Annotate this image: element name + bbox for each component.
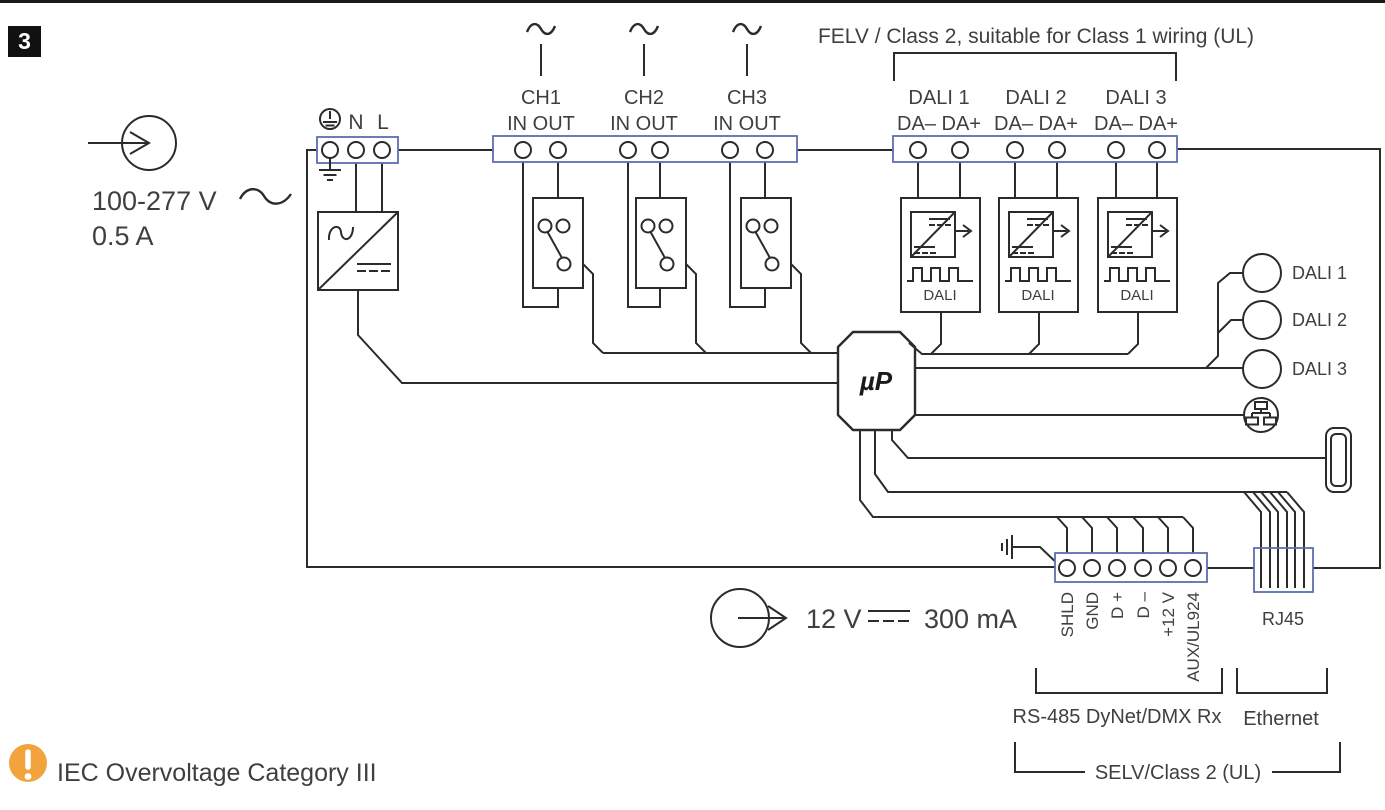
dali-output-indicators: DALI 1 DALI 2 DALI 3 (1242, 253, 1347, 389)
channel-io-label: IN OUT (713, 113, 781, 135)
warning-text: IEC Overvoltage Category III (57, 759, 377, 787)
chassis-ground-icon (1001, 535, 1061, 567)
arrow-icon (1152, 224, 1170, 238)
dali-driver-3: DALI (1097, 197, 1178, 313)
dc-icon (868, 610, 910, 622)
channel-2-header: CH2 IN OUT (610, 22, 678, 135)
dali-driver-label: DALI (1120, 287, 1153, 304)
warning-note: IEC Overvoltage Category III (9, 744, 377, 787)
selv-section: SELV/Class 2 (UL) (1014, 742, 1341, 784)
io-terminal-label: AUX/UL924 (1184, 592, 1203, 682)
dali-bus-terminals: DA– DA+ (994, 113, 1078, 135)
dali-bus-2-header: DALI 2 DA– DA+ (994, 87, 1078, 135)
arrow-icon (955, 224, 973, 238)
protective-earth-icon (319, 108, 341, 130)
channel-io-label: IN OUT (610, 113, 678, 135)
dali-driver-label: DALI (1021, 287, 1054, 304)
square-wave-icon (1104, 267, 1170, 282)
dali-driver-label: DALI (923, 287, 956, 304)
dali-bus-terminals: DA– DA+ (897, 113, 981, 135)
figure-number: 3 (18, 28, 31, 54)
dc-icon (914, 218, 951, 254)
channel-io-label: IN OUT (507, 113, 575, 135)
io-terminal-label: GND (1083, 592, 1102, 630)
dali-bus-name: DALI 2 (1005, 87, 1066, 109)
mains-current: 0.5 A (92, 221, 154, 251)
arrow-icon (738, 605, 788, 631)
square-wave-icon (907, 267, 973, 282)
dc-icon (1012, 218, 1049, 254)
dc-icon (1111, 218, 1148, 254)
supply-source-icon (88, 115, 177, 171)
power-supply-unit (317, 211, 399, 291)
microprocessor: µP (836, 330, 917, 432)
felv-note: FELV / Class 2, suitable for Class 1 wir… (818, 25, 1254, 81)
dali-bus-1-header: DALI 1 DA– DA+ (897, 87, 981, 135)
line-terminal-label: L (377, 111, 389, 134)
io-terminal-label: +12 V (1159, 591, 1178, 637)
network-icon (1243, 397, 1279, 433)
io-terminal-block: SHLD GND D + D – +12 V AUX/UL924 (1054, 552, 1208, 685)
ethernet-section: Ethernet (1236, 668, 1328, 730)
ethernet-bracket (1236, 668, 1328, 694)
rs485-bracket (1035, 668, 1223, 694)
felv-bracket (893, 52, 1177, 81)
rs485-label: RS-485 DyNet/DMX Rx (1013, 706, 1222, 728)
io-terminal-label: D – (1134, 591, 1153, 618)
dali-1-indicator (1242, 253, 1282, 293)
mains-voltage: 100-277 V (92, 186, 217, 216)
ac-icon (628, 22, 660, 36)
mains-input-section: 100-277 V 0.5 A (88, 115, 292, 251)
dc-icon (357, 263, 391, 272)
dali-1-indicator-label: DALI 1 (1292, 263, 1347, 283)
ethernet-label: Ethernet (1243, 708, 1319, 730)
square-wave-icon (1005, 267, 1071, 282)
ac-icon (238, 188, 292, 205)
dali-driver-2: DALI (998, 197, 1079, 313)
dali-3-indicator (1242, 349, 1282, 389)
ac-sine-icon (327, 225, 354, 241)
dali-2-indicator (1242, 300, 1282, 340)
dali-3-indicator-label: DALI 3 (1292, 359, 1347, 379)
felv-note-text: FELV / Class 2, suitable for Class 1 wir… (818, 25, 1254, 48)
dali-bus-3-header: DALI 3 DA– DA+ (1094, 87, 1178, 135)
channel-1-header: CH1 IN OUT (507, 22, 575, 135)
dali-2-indicator-label: DALI 2 (1292, 310, 1347, 330)
channel-3-header: CH3 IN OUT (713, 22, 781, 135)
channel-terminal-block (492, 135, 798, 163)
rj45-label: RJ45 (1262, 609, 1304, 629)
page-top-rule (0, 0, 1385, 3)
channel-name: CH1 (521, 87, 561, 109)
mcu-label: µP (859, 366, 893, 396)
channel-name: CH2 (624, 87, 664, 109)
dali-bus-terminals: DA– DA+ (1094, 113, 1178, 135)
selv-label: SELV/Class 2 (UL) (1095, 762, 1261, 784)
relay-channel-1 (532, 197, 584, 289)
usb-connector (1325, 427, 1352, 493)
aux-supply-label: 12 V 300 mA (710, 588, 1017, 648)
wiring (306, 148, 1381, 588)
arrow-icon (1053, 224, 1071, 238)
warning-icon (9, 744, 47, 782)
channel-name: CH3 (727, 87, 767, 109)
figure-number-badge: 3 (8, 26, 41, 57)
dali-bus-name: DALI 3 (1105, 87, 1166, 109)
io-terminal-label: SHLD (1058, 592, 1077, 637)
relay-channel-3 (740, 197, 792, 289)
ac-icon (525, 22, 557, 36)
dali-bus-name: DALI 1 (908, 87, 969, 109)
rs485-section: RS-485 DyNet/DMX Rx (1013, 668, 1223, 728)
aux-current: 300 mA (924, 604, 1017, 634)
dali-terminal-block (892, 135, 1178, 163)
earth-ground-icon (319, 158, 341, 181)
relay-channel-2 (635, 197, 687, 289)
dali-driver-1: DALI (900, 197, 981, 313)
rj45-connector: RJ45 (1253, 547, 1314, 629)
aux-voltage: 12 V (806, 604, 862, 634)
ac-icon (731, 22, 763, 36)
mains-terminal-block: N L (316, 108, 399, 181)
io-terminal-label: D + (1108, 592, 1127, 619)
neutral-terminal-label: N (348, 111, 363, 134)
